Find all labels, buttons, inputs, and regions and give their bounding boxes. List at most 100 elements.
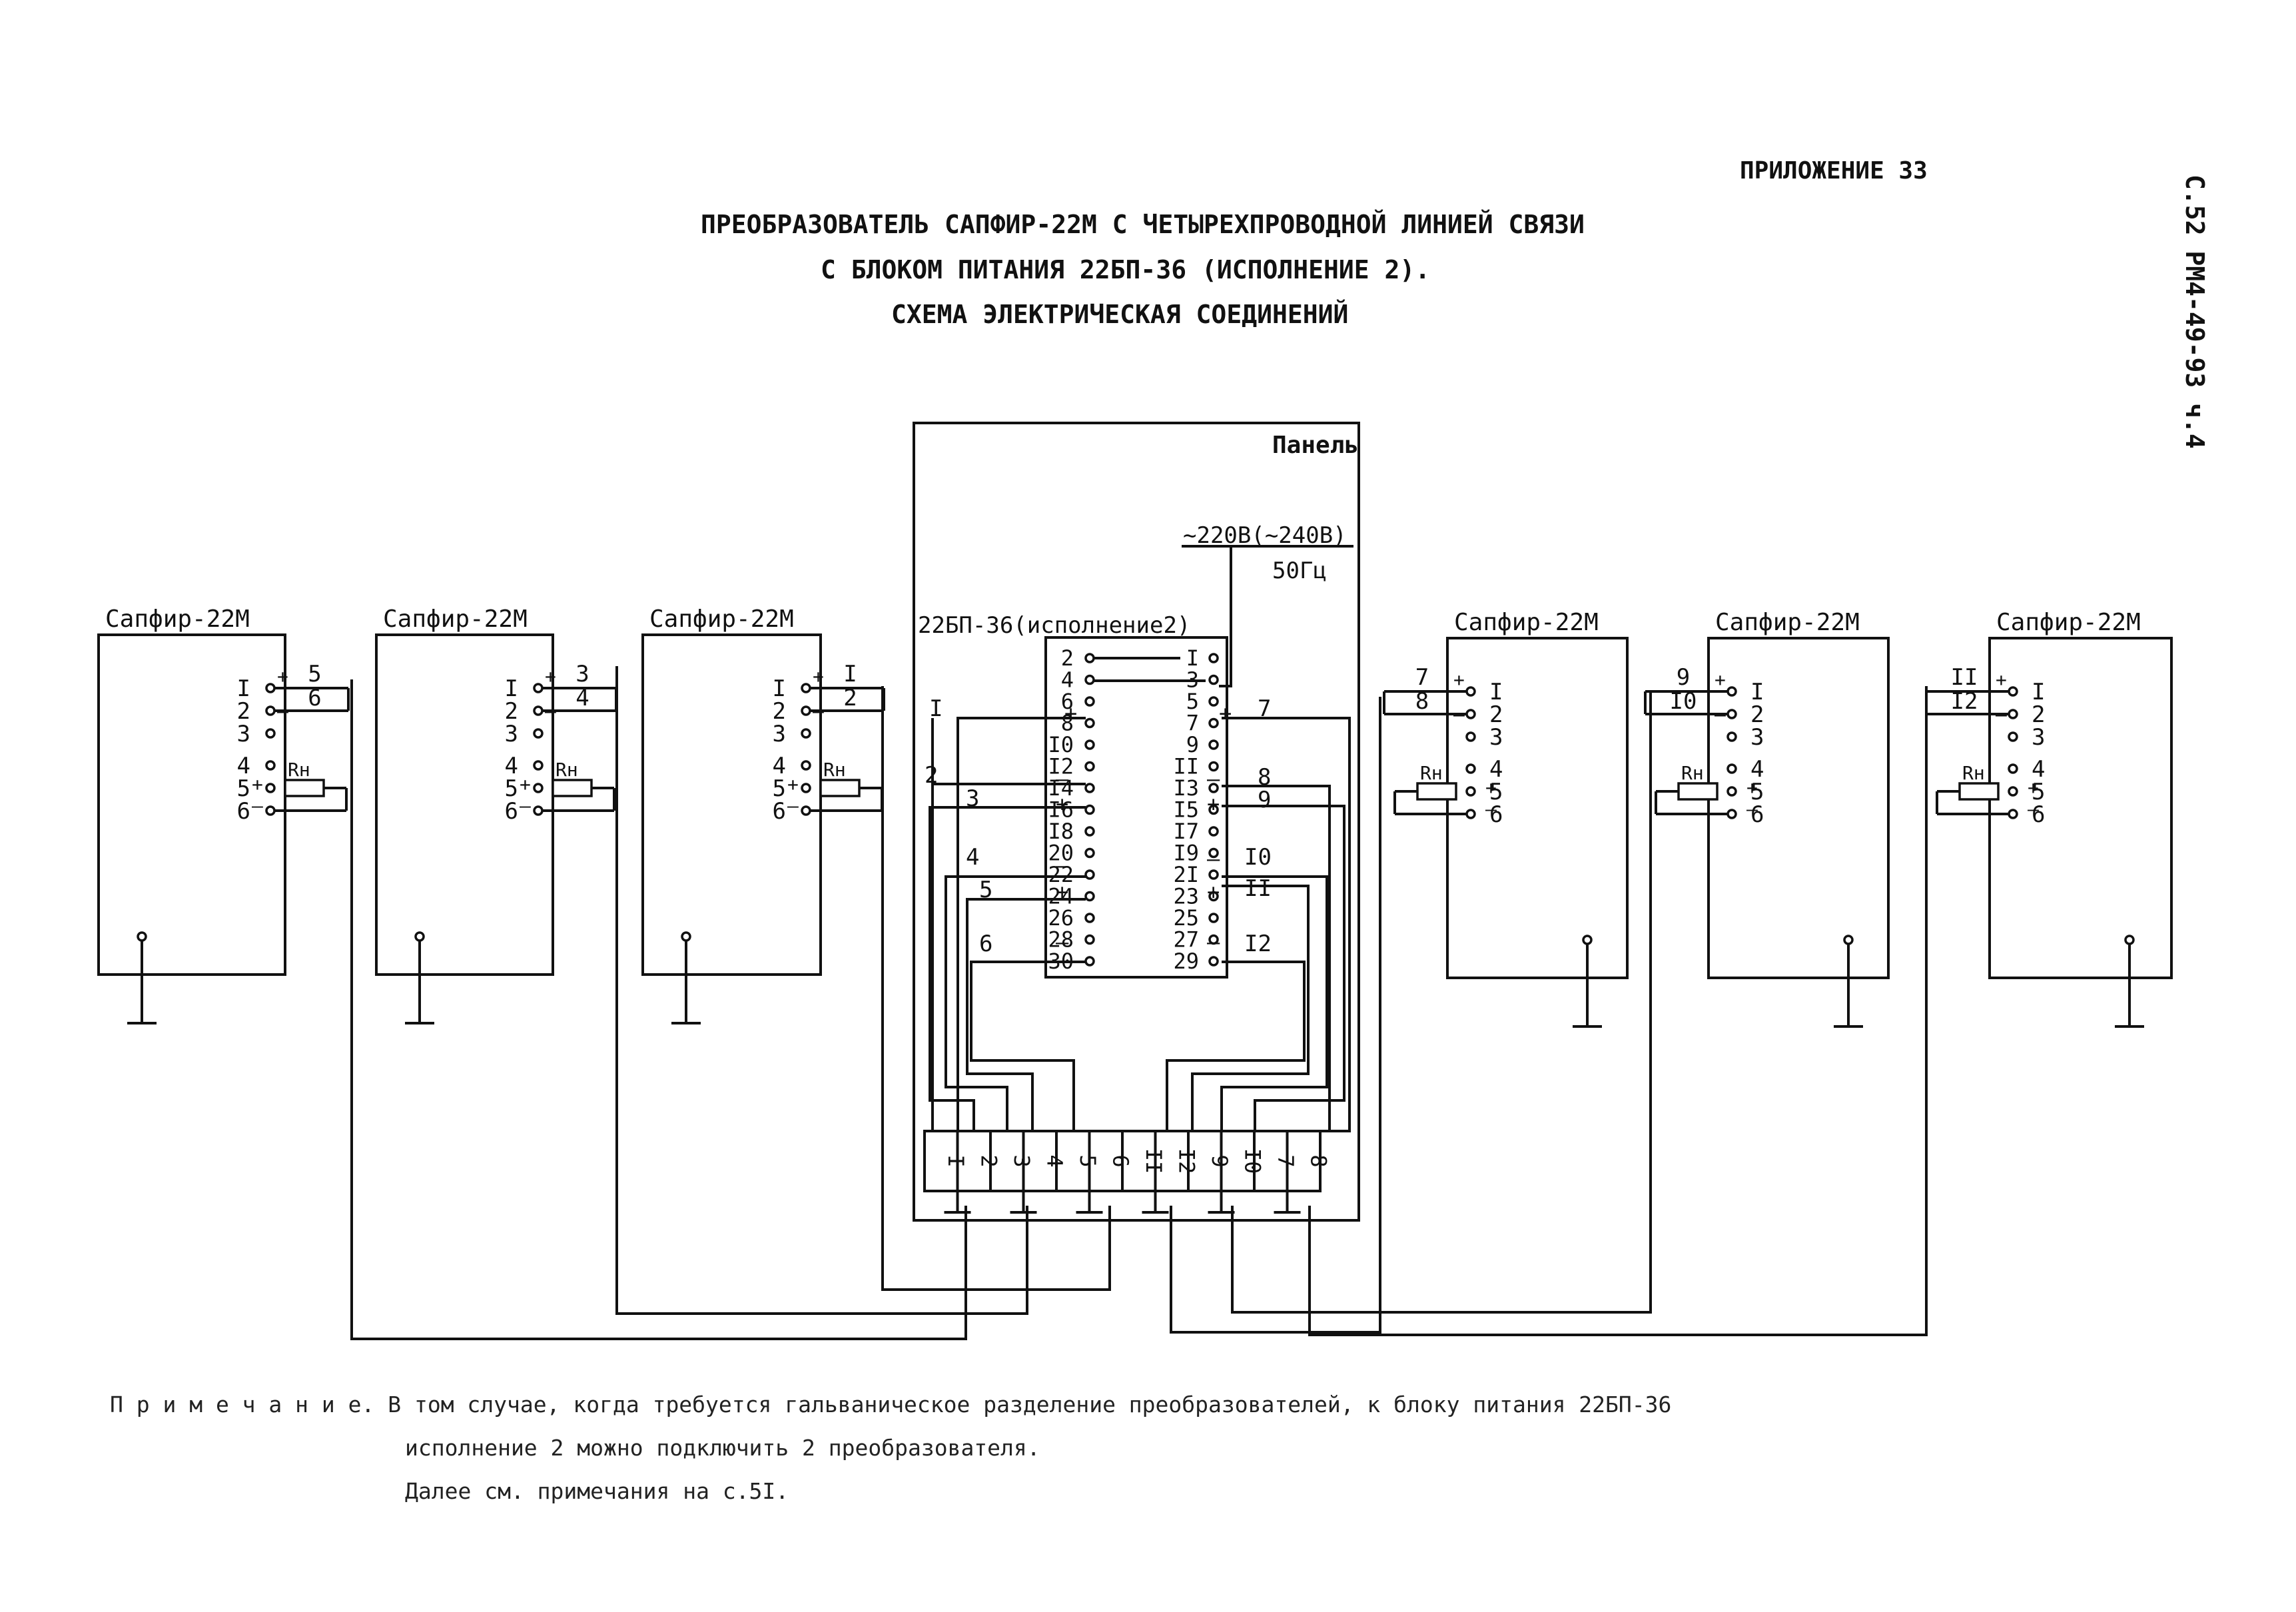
load-resistor bbox=[1677, 782, 1719, 801]
polarity-mark: – bbox=[1207, 766, 1220, 791]
sensor-terminal bbox=[801, 760, 811, 771]
field-cable-right-middle bbox=[1231, 693, 1652, 1314]
sensor-terminal bbox=[801, 783, 811, 793]
power-supply-unit: 2468I0I2I4I6I8202224262830I3579III3I5I7I… bbox=[1044, 636, 1232, 979]
wire-number: 8 bbox=[1415, 688, 1429, 715]
power-unit-label: 22БП-36(исполнение2) bbox=[918, 612, 1190, 639]
sensor-terminal-label: 3 bbox=[773, 721, 786, 747]
sensor-terminal-label: 2 bbox=[237, 698, 250, 725]
psu-pin-terminal-right bbox=[1208, 891, 1219, 902]
psu-pin-label-right: I3 bbox=[1173, 775, 1199, 801]
sensor-terminal bbox=[1465, 763, 1476, 774]
sensor-terminal bbox=[801, 683, 811, 693]
psu-pin-label-right: 23 bbox=[1173, 884, 1199, 909]
sensor-terminal bbox=[533, 760, 544, 771]
terminal-block-label: 2 bbox=[976, 1154, 1001, 1167]
sensor-group: Сапфир-22МI2345656Rн+–+–Сапфир-22МI23456… bbox=[97, 605, 2173, 1028]
sensor-housing bbox=[641, 633, 822, 976]
polarity-mark: – bbox=[520, 795, 531, 817]
polarity-mark: + bbox=[252, 773, 263, 795]
load-resistor bbox=[1416, 782, 1457, 801]
psu-wire-12 bbox=[1166, 961, 1306, 1131]
load-resistor-label: Rн bbox=[1681, 762, 1704, 784]
ground-terminal bbox=[1582, 935, 1593, 945]
load-resistor bbox=[1958, 782, 2000, 801]
sensor-terminal bbox=[2008, 763, 2018, 774]
sensor-terminal bbox=[801, 805, 811, 816]
psu-pin-label-right: 9 bbox=[1186, 732, 1199, 757]
sensor-terminal-label: 4 bbox=[773, 753, 786, 779]
psu-pin-terminal-right bbox=[1208, 826, 1219, 837]
psu-wire-number: 5 bbox=[979, 877, 992, 903]
psu-wire-9 bbox=[1222, 805, 1345, 1131]
psu-wire-6 bbox=[970, 961, 1086, 1131]
sensor-terminal-label: 6 bbox=[1489, 801, 1503, 828]
ground-terminal bbox=[681, 931, 691, 942]
polarity-mark: + bbox=[1056, 879, 1068, 905]
polarity-mark: + bbox=[2028, 777, 2039, 799]
sensor-housing bbox=[375, 633, 554, 976]
wire-number: I0 bbox=[1670, 688, 1697, 715]
sensor-terminal bbox=[1465, 731, 1476, 742]
psu-pin-label-left: 22 bbox=[1048, 862, 1074, 887]
psu-pin-terminal-left bbox=[1084, 891, 1095, 902]
psu-wire-3 bbox=[929, 806, 1086, 1131]
sensor-terminal-label: 6 bbox=[1750, 801, 1764, 828]
psu-pin-label-left: 20 bbox=[1048, 841, 1074, 866]
sensor-terminal bbox=[1726, 809, 1737, 819]
load-resistor-label: Rн bbox=[823, 759, 846, 781]
psu-pin-terminal-left bbox=[1084, 869, 1095, 880]
sensor-terminal bbox=[533, 728, 544, 739]
psu-pin-terminal-left bbox=[1084, 913, 1095, 923]
title-line-3: СХЕМА ЭЛЕКТРИЧЕСКАЯ СОЕДИНЕНИЙ bbox=[891, 300, 1348, 329]
sensor-terminal-label: I bbox=[773, 675, 786, 702]
appendix-label: ПРИЛОЖЕНИЕ 33 bbox=[1740, 157, 1928, 185]
sensor-terminal bbox=[533, 705, 544, 716]
terminal-block-label: 3 bbox=[1009, 1154, 1034, 1167]
title-line-1: ПРЕОБРАЗОВАТЕЛЬ САПФИР-22М С ЧЕТЫРЕХПРОВ… bbox=[701, 210, 1585, 239]
sensor-terminal-label: 5 bbox=[2032, 779, 2045, 805]
polarity-mark: – bbox=[545, 700, 556, 722]
wire-number: II bbox=[1951, 664, 1978, 691]
psu-pin-label-right: 29 bbox=[1173, 949, 1199, 974]
polarity-mark: – bbox=[277, 700, 288, 722]
sensor-terminal-label: 6 bbox=[237, 798, 250, 825]
field-cable-left-inner bbox=[881, 686, 1111, 1291]
terminal-block-label: 5 bbox=[1075, 1154, 1100, 1167]
psu-pin-terminal-left bbox=[1084, 696, 1095, 707]
sensor-housing bbox=[1446, 637, 1629, 979]
sensor-terminal bbox=[533, 783, 544, 793]
sensor-terminal-label: 4 bbox=[237, 753, 250, 779]
sensor-terminal-label: I bbox=[237, 675, 250, 702]
terminal-block-label: 8 bbox=[1306, 1154, 1331, 1167]
psu-pin-terminal-right bbox=[1208, 653, 1219, 663]
psu-pin-terminal-left bbox=[1084, 804, 1095, 815]
sensor-terminal bbox=[265, 805, 276, 816]
sensor-label: Сапфир-22М bbox=[1996, 609, 2141, 636]
sensor-terminal-label: 2 bbox=[773, 698, 786, 725]
psu-pin-label-left: I8 bbox=[1048, 819, 1074, 844]
polarity-mark: + bbox=[1746, 777, 1758, 799]
sensor-terminal-label: I bbox=[2032, 679, 2045, 705]
sensor-label: Сапфир-22М bbox=[105, 605, 250, 633]
sensor-terminal-label: 5 bbox=[773, 775, 786, 802]
psu-wire-5 bbox=[966, 898, 1086, 1131]
sensor-terminal-label: 5 bbox=[237, 775, 250, 802]
psu-pin-label-left: I6 bbox=[1048, 797, 1074, 823]
psu-pin-terminal-left bbox=[1084, 674, 1095, 685]
note-line-1: П р и м е ч а н и е. В том случае, когда… bbox=[110, 1392, 1671, 1417]
sensor-terminal-label: 3 bbox=[237, 721, 250, 747]
sensor-terminal bbox=[1726, 686, 1737, 697]
sensor-terminal-label: 6 bbox=[773, 798, 786, 825]
psu-pin-terminal-right bbox=[1208, 869, 1219, 880]
psu-pin-terminal-left bbox=[1084, 826, 1095, 837]
sensor-terminal bbox=[265, 728, 276, 739]
psu-pin-label-left: I0 bbox=[1048, 732, 1074, 757]
sensor-terminal bbox=[1726, 731, 1737, 742]
psu-wire-number: 7 bbox=[1258, 695, 1271, 722]
terminal-block-label: 6 bbox=[1108, 1154, 1133, 1167]
